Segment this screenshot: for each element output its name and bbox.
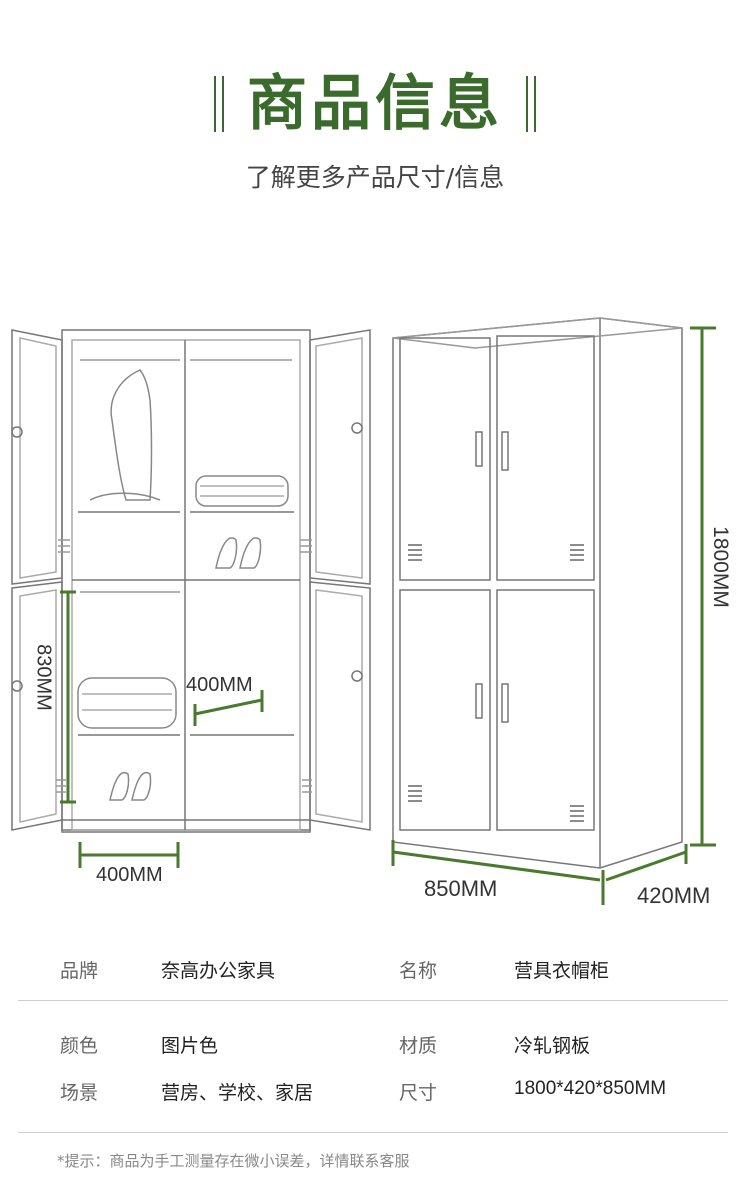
page-title: 商品信息	[247, 69, 503, 139]
width-400-label: 400MM	[96, 864, 163, 886]
spec-divider-bottom	[18, 1132, 728, 1133]
shelf-400-label: 400MM	[186, 674, 253, 696]
spec-divider-top	[18, 1000, 728, 1001]
spec-brand-label: 品牌	[60, 960, 99, 982]
height-830-label: 830MM	[32, 644, 55, 711]
width-850-label: 850MM	[424, 876, 498, 901]
title-left-bar-outer	[214, 76, 216, 132]
spec-scene-value: 营房、学校、家居	[161, 1082, 314, 1104]
height-1800-label: 1800MM	[709, 526, 732, 608]
title-right-bar-outer	[534, 76, 536, 132]
spec-name-value: 营具衣帽柜	[514, 960, 610, 982]
spec-material-label: 材质	[399, 1035, 438, 1057]
cabinet-illustration	[11, 317, 716, 905]
spec-size-label: 尺寸	[399, 1082, 438, 1104]
page-subtitle: 了解更多产品尺寸/信息	[245, 163, 505, 192]
spec-brand-value: 奈高办公家具	[161, 960, 276, 982]
spec-material-value: 冷轧钢板	[514, 1035, 591, 1057]
spec-color-label: 颜色	[60, 1035, 99, 1057]
depth-420-label: 420MM	[637, 883, 711, 908]
spec-scene-label: 场景	[60, 1082, 99, 1104]
spec-size-value: 1800*420*850MM	[514, 1078, 667, 1099]
title-left-bar-inner	[222, 76, 224, 132]
spec-color-value: 图片色	[161, 1035, 219, 1057]
title-right-bar-inner	[526, 76, 528, 132]
footer-note: *提示：商品为手工测量存在微小误差，详情联系客服	[57, 1152, 410, 1170]
spec-name-label: 名称	[399, 960, 438, 982]
